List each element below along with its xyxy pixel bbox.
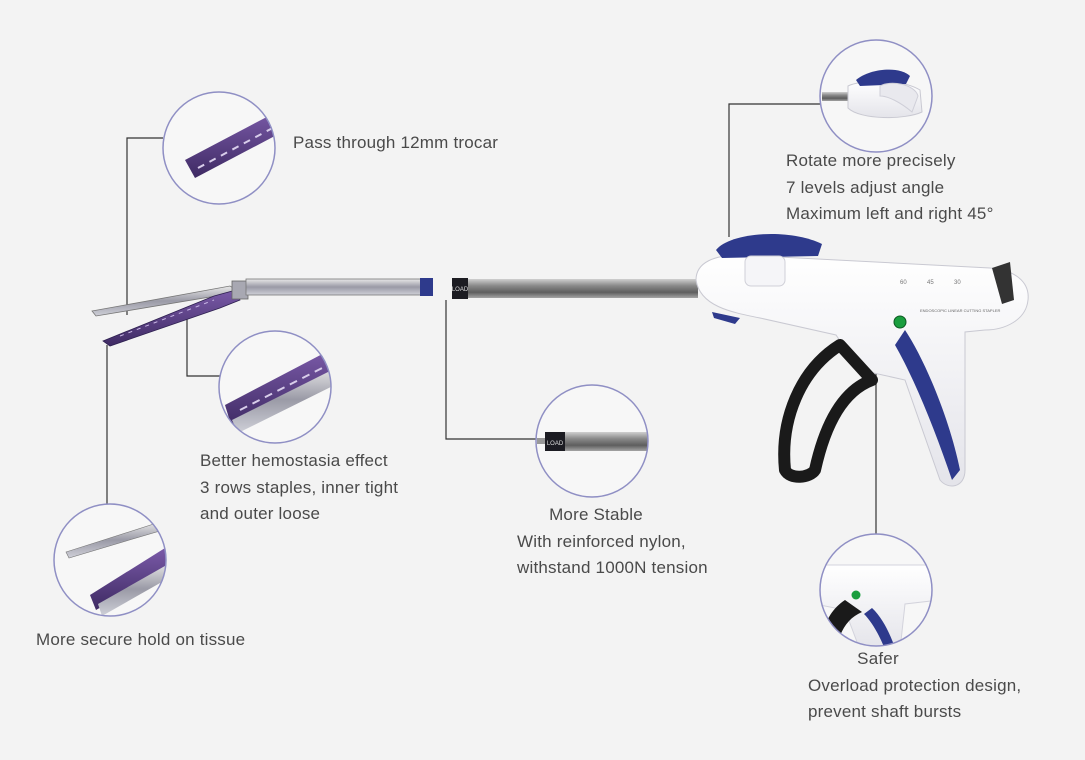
scale-mark-30: 30 xyxy=(954,280,961,286)
caption-rotate-line-3: Maximum left and right 45° xyxy=(786,204,994,223)
detail-circle-secure xyxy=(53,503,167,617)
scale-mark-60: 60 xyxy=(900,280,907,286)
detail-circle-safer xyxy=(819,533,933,647)
caption-rotate: Rotate more precisely 7 levels adjust an… xyxy=(786,148,994,228)
front-shaft xyxy=(245,278,423,296)
caption-hemostasia-line-3: and outer loose xyxy=(200,504,321,523)
shaft-blue-cap xyxy=(420,278,433,296)
caption-secure: More secure hold on tissue xyxy=(36,627,245,654)
leader-line-rotate xyxy=(728,103,820,237)
jaw-assembly xyxy=(91,280,249,347)
caption-safer-line-1: Safer xyxy=(857,649,899,668)
stable-load-label: LOAD xyxy=(547,441,564,447)
detail-circle-hemostasia xyxy=(218,330,332,444)
caption-hemostasia: Better hemostasia effect 3 rows staples,… xyxy=(200,448,398,528)
detail-circle-trocar xyxy=(162,91,276,205)
load-label: LOAD xyxy=(452,287,469,293)
caption-safer-line-3: prevent shaft bursts xyxy=(808,702,962,721)
caption-hemostasia-line-2: 3 rows staples, inner tight xyxy=(200,477,399,497)
caption-rotate-line-2: 7 levels adjust angle xyxy=(786,177,945,197)
detail-circle-stable: LOAD xyxy=(535,384,649,498)
detail-circle-rotate xyxy=(819,39,933,153)
leader-line-stable xyxy=(445,300,537,440)
handle-body: 60 45 30 ENDOSCOPIC LINEAR CUTTING STAPL… xyxy=(695,233,1029,487)
caption-hemostasia-line-1: Better hemostasia effect xyxy=(200,451,388,470)
caption-secure-line-1: More secure hold on tissue xyxy=(36,630,246,649)
handle-text: ENDOSCOPIC LINEAR CUTTING STAPLER xyxy=(920,308,1000,313)
scale-mark-45: 45 xyxy=(927,280,934,286)
caption-stable-line-1: More Stable xyxy=(549,505,643,524)
caption-stable-line-2: With reinforced nylon, xyxy=(517,531,686,551)
caption-rotate-line-1: Rotate more precisely xyxy=(786,151,956,170)
caption-safer: Safer Overload protection design, preven… xyxy=(808,646,1021,726)
caption-safer-line-2: Overload protection design, xyxy=(808,675,1022,695)
load-collar xyxy=(452,278,468,299)
caption-trocar-line-1: Pass through 12mm trocar xyxy=(293,133,499,152)
leader-line-trocar xyxy=(126,137,163,315)
stapler-device: LOAD 60 45 30 ENDOSCOPIC LINEAR CUTTING … xyxy=(91,233,1029,487)
caption-stable: More Stable With reinforced nylon, withs… xyxy=(517,502,708,582)
caption-stable-line-3: withstand 1000N tension xyxy=(517,558,708,577)
leader-line-hemostasia xyxy=(186,316,222,377)
caption-trocar: Pass through 12mm trocar xyxy=(293,130,498,157)
nylon-tube xyxy=(452,279,698,298)
